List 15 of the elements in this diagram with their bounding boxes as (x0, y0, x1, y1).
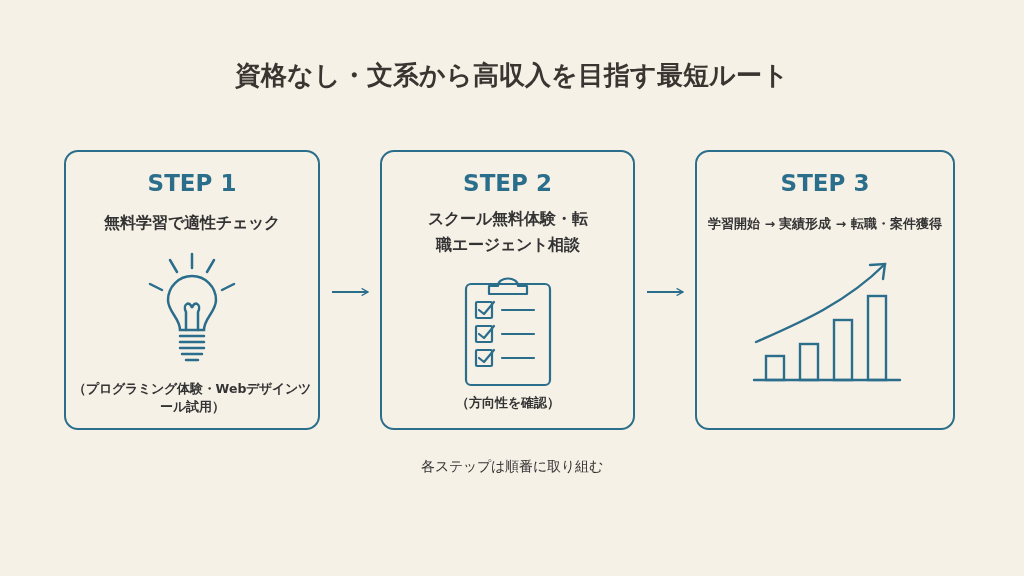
step-card (380, 150, 635, 430)
step-card (64, 150, 320, 430)
arrow (646, 287, 684, 297)
step-label: STEP 1 (146, 170, 238, 196)
step-title: 学習開始 → 実績形成 → 転職・案件獲得 (707, 215, 943, 233)
step-title: 無料学習で適性チェック (103, 212, 281, 234)
step-label: STEP 2 (462, 170, 553, 196)
title: 資格なし・文系から高収入を目指す最短ルート (234, 59, 790, 92)
footnote: 各ステップは順番に取り組む (420, 458, 604, 476)
arrow (331, 287, 369, 297)
step-label: STEP 3 (779, 170, 871, 196)
step-card (695, 150, 955, 430)
step-title: スクール無料体験・転職エージェント相談 (426, 208, 589, 256)
step-note: （方向性を確認） (454, 394, 561, 412)
step-note: （プログラミング体験・Webデザインツール試用） (71, 380, 313, 415)
